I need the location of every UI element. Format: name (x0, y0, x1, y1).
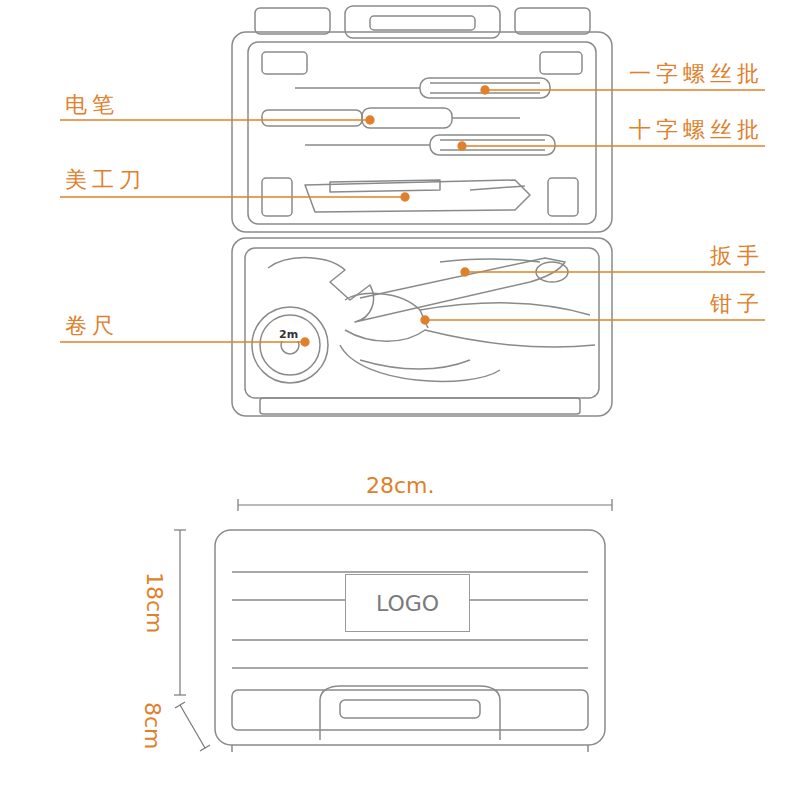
part-label: 一字螺丝批 (629, 62, 764, 86)
part-label: 电笔 (65, 93, 119, 117)
part-label: 十字螺丝批 (629, 118, 764, 142)
logo-box: LOGO (345, 574, 470, 632)
part-label: 钳子 (710, 292, 764, 316)
part-label: 卷尺 (65, 314, 119, 338)
dimension-label: 8cm (140, 702, 164, 750)
dimension-label: 28cm. (366, 474, 435, 498)
part-label: 扳手 (710, 244, 764, 268)
logo-text: LOGO (376, 591, 439, 616)
part-label: 美工刀 (65, 168, 146, 192)
tape-marking: 2m (277, 329, 300, 341)
dimension-label: 18cm (142, 572, 166, 634)
